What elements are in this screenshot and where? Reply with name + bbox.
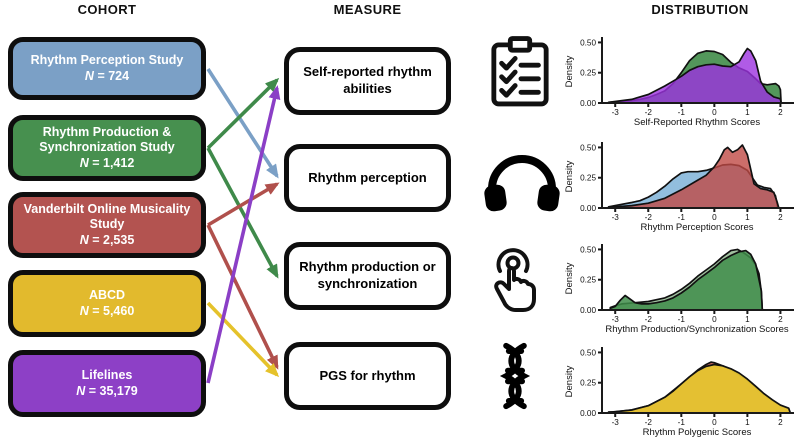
svg-text:2: 2 xyxy=(778,213,783,222)
measure-box-rhythm-production: Rhythm production or synchronization xyxy=(284,242,451,310)
svg-text:Rhythm Polygenic Scores: Rhythm Polygenic Scores xyxy=(643,427,752,438)
svg-text:2: 2 xyxy=(778,315,783,324)
svg-text:0: 0 xyxy=(712,418,717,427)
svg-text:1: 1 xyxy=(745,418,750,427)
cohort-n: N = 724 xyxy=(84,68,130,83)
distribution-column-header: DISTRIBUTION xyxy=(651,2,749,17)
svg-text:Rhythm Perception Scores: Rhythm Perception Scores xyxy=(641,222,754,233)
svg-text:0.25: 0.25 xyxy=(580,174,596,183)
measure-box-pgs: PGS for rhythm xyxy=(284,342,451,410)
cohort-name: ABCD xyxy=(88,287,126,302)
cohort-name: Rhythm Perception Study xyxy=(30,52,184,67)
svg-text:Self-Reported Rhythm Scores: Self-Reported Rhythm Scores xyxy=(634,117,760,128)
svg-text:0.50: 0.50 xyxy=(580,348,596,357)
svg-text:Rhythm Production/Synchronizat: Rhythm Production/Synchronization Scores xyxy=(605,324,788,335)
svg-text:0.00: 0.00 xyxy=(580,409,596,418)
cohort-n: N = 35,179 xyxy=(76,383,138,398)
svg-text:0.50: 0.50 xyxy=(580,245,596,254)
cohort-n: N = 5,460 xyxy=(79,303,135,318)
cohort-n: N = 2,535 xyxy=(79,232,135,247)
svg-text:-2: -2 xyxy=(645,418,653,427)
svg-text:Density: Density xyxy=(564,55,575,87)
cohort-box-rhythm-production-sync-study: Rhythm Production & Synchronization Stud… xyxy=(8,115,206,181)
svg-text:1: 1 xyxy=(745,108,750,117)
measure-label: Rhythm production or synchronization xyxy=(299,259,436,291)
svg-text:Density: Density xyxy=(564,365,575,397)
svg-text:0.50: 0.50 xyxy=(580,143,596,152)
svg-text:-1: -1 xyxy=(678,108,686,117)
svg-text:-3: -3 xyxy=(612,108,620,117)
measure-box-rhythm-perception: Rhythm perception xyxy=(284,144,451,212)
svg-text:-3: -3 xyxy=(612,315,620,324)
measure-label: PGS for rhythm xyxy=(319,367,416,383)
tap-gesture-icon xyxy=(489,246,541,312)
svg-text:2: 2 xyxy=(778,108,783,117)
measure-label: Self-reported rhythm abilities xyxy=(303,64,432,96)
svg-text:-3: -3 xyxy=(612,418,620,427)
svg-text:0.50: 0.50 xyxy=(580,38,596,47)
cohort-box-abcd: ABCD N = 5,460 xyxy=(8,270,206,337)
cohort-box-lifelines: Lifelines N = 35,179 xyxy=(8,350,206,417)
cohort-name: Rhythm Production & Synchronization Stud… xyxy=(39,124,175,155)
svg-text:0: 0 xyxy=(712,108,717,117)
headphones-icon xyxy=(483,151,561,213)
measure-box-self-reported: Self-reported rhythm abilities xyxy=(284,47,451,115)
svg-text:-2: -2 xyxy=(645,108,653,117)
cohort-n: N = 1,412 xyxy=(79,155,135,170)
checklist-icon xyxy=(489,36,551,108)
measure-column-header: MEASURE xyxy=(333,2,402,17)
svg-text:1: 1 xyxy=(745,213,750,222)
svg-text:-2: -2 xyxy=(645,213,653,222)
measure-label: Rhythm perception xyxy=(308,169,427,185)
svg-text:0.25: 0.25 xyxy=(580,69,596,78)
svg-text:-1: -1 xyxy=(678,315,686,324)
cohort-name: Lifelines xyxy=(81,367,133,382)
cohort-box-rhythm-perception-study: Rhythm Perception Study N = 724 xyxy=(8,37,206,100)
svg-text:0.00: 0.00 xyxy=(580,204,596,213)
svg-text:0.25: 0.25 xyxy=(580,379,596,388)
svg-text:1: 1 xyxy=(745,315,750,324)
cohort-name: Vanderbilt Online Musicality Study xyxy=(23,201,191,232)
cohort-box-vanderbilt-online-musicality: Vanderbilt Online Musicality Study N = 2… xyxy=(8,192,206,258)
svg-text:-1: -1 xyxy=(678,418,686,427)
svg-text:-2: -2 xyxy=(645,315,653,324)
dna-icon xyxy=(499,341,531,411)
cohort-column-header: COHORT xyxy=(77,2,137,17)
svg-text:0: 0 xyxy=(712,315,717,324)
svg-text:-1: -1 xyxy=(678,213,686,222)
svg-text:Density: Density xyxy=(564,262,575,294)
svg-text:0.25: 0.25 xyxy=(580,276,596,285)
svg-text:0.00: 0.00 xyxy=(580,99,596,108)
svg-text:2: 2 xyxy=(778,418,783,427)
svg-text:0.00: 0.00 xyxy=(580,306,596,315)
svg-text:Density: Density xyxy=(564,160,575,192)
svg-text:0: 0 xyxy=(712,213,717,222)
svg-text:-3: -3 xyxy=(612,213,620,222)
